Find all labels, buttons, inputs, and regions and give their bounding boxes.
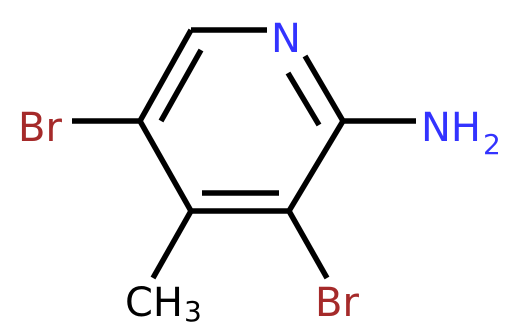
amine-subscript: 2 xyxy=(483,128,501,161)
bond-c5-c6-outer xyxy=(137,28,194,123)
bond-c4-c5 xyxy=(137,119,194,213)
ring-nitrogen-label: N xyxy=(271,16,301,62)
bromine-bottom-label: Br xyxy=(315,280,359,326)
methyl-subscript: 3 xyxy=(184,295,202,328)
methyl-carbon-label: CH xyxy=(125,280,183,326)
bond-n1-c2 xyxy=(302,54,346,123)
bond-c2-c3 xyxy=(286,119,346,213)
bond-c5-c6-inner xyxy=(158,48,204,123)
bond-c3-br xyxy=(286,209,330,280)
bromine-left-label: Br xyxy=(18,105,62,151)
bond-n1-c2-inner xyxy=(285,71,322,127)
amine-nitrogen-label: NH xyxy=(421,105,481,151)
bond-c4-ch3 xyxy=(150,209,194,280)
